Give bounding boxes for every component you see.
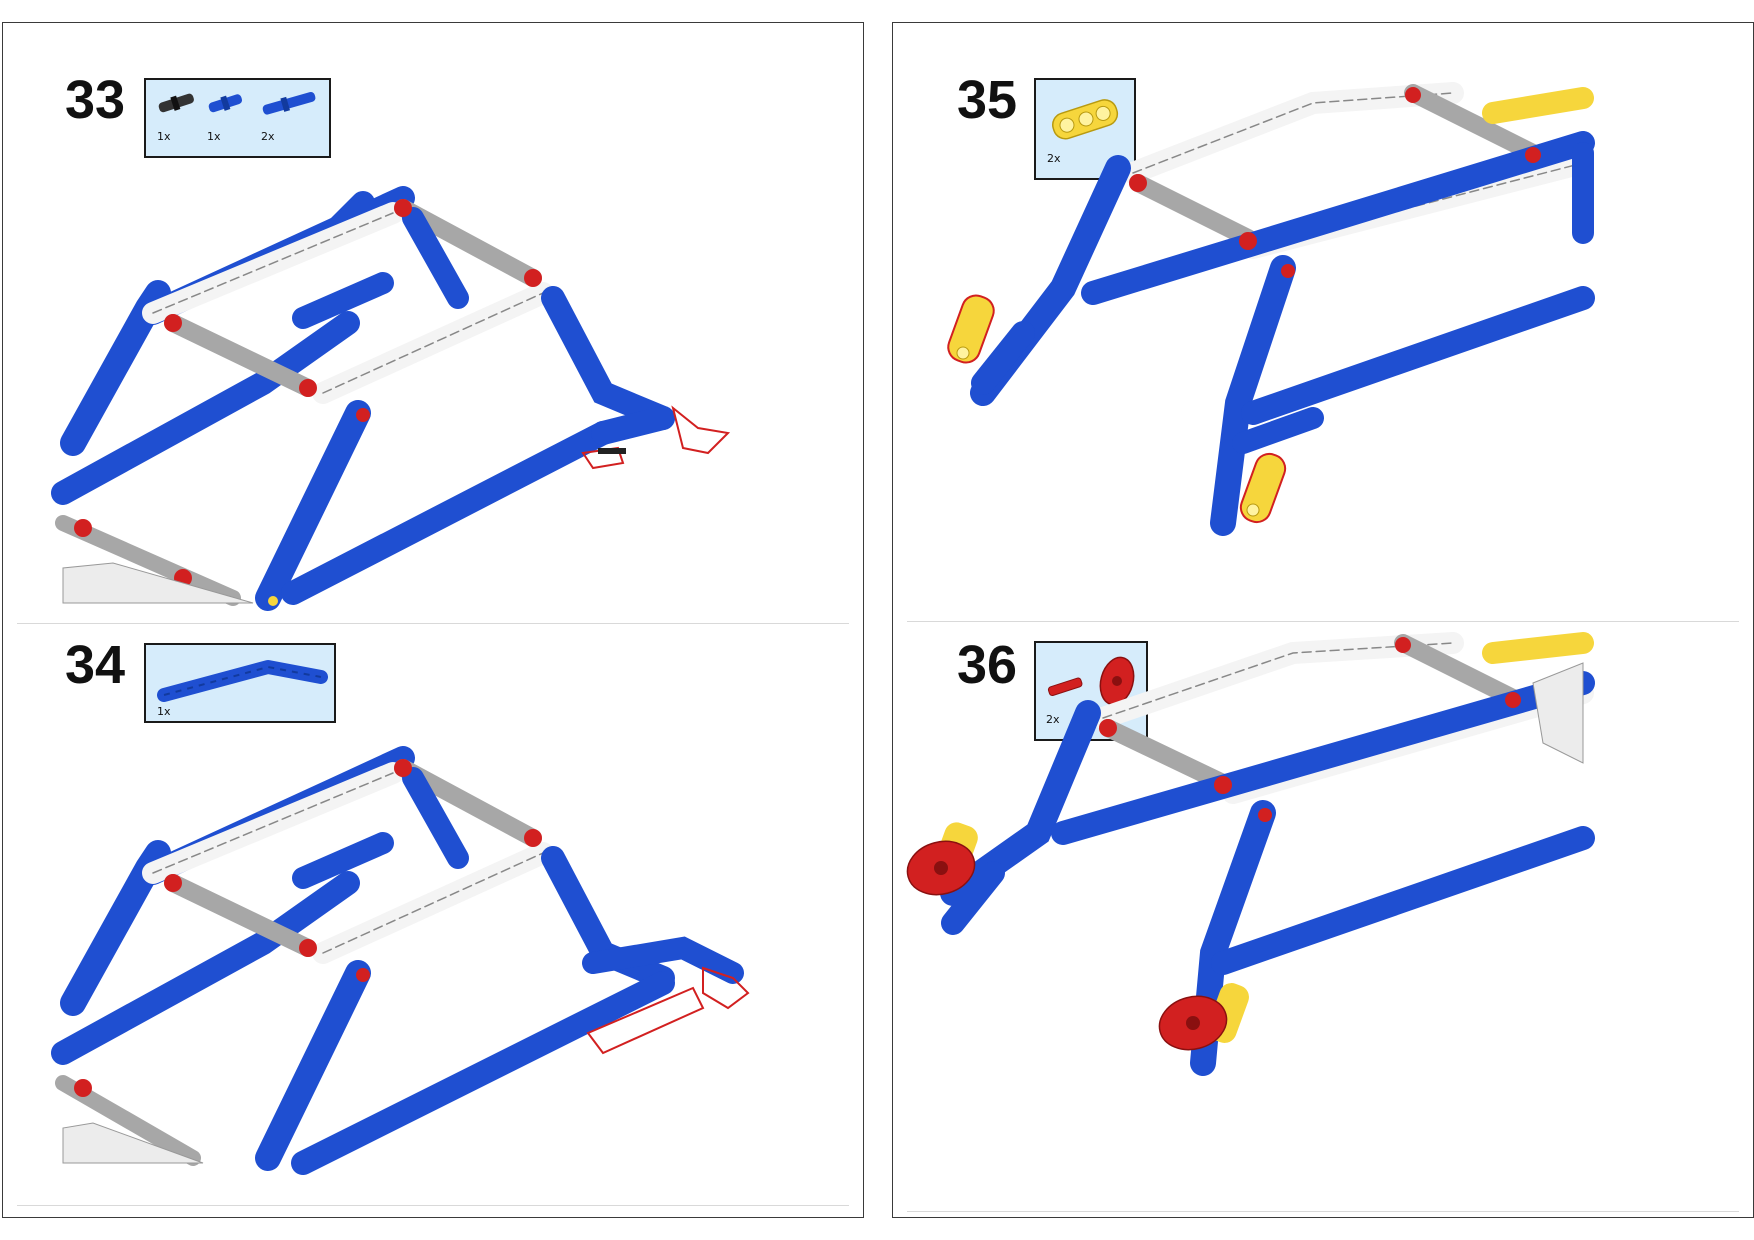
part-quantity: 1x bbox=[157, 130, 171, 143]
blue-pin-icon bbox=[204, 88, 248, 116]
black-pin-icon bbox=[154, 88, 198, 116]
instruction-page-right: 35 2x bbox=[892, 22, 1754, 1218]
parts-callout: 1x bbox=[144, 643, 336, 723]
panel-divider bbox=[17, 1205, 849, 1206]
step-34-model-render bbox=[51, 746, 750, 1175]
yellow-connector-icon bbox=[1046, 94, 1126, 144]
step-number: 36 bbox=[957, 635, 1018, 695]
panel-divider bbox=[907, 1211, 1739, 1212]
instruction-page-left: 33 1x 1x 2x bbox=[2, 22, 864, 1218]
part-quantity: 2x bbox=[1047, 152, 1061, 165]
part-quantity: 1x bbox=[157, 705, 171, 718]
part-quantity: 2x bbox=[261, 130, 275, 143]
panel-divider bbox=[17, 623, 849, 624]
part-quantity: 2x bbox=[1046, 713, 1060, 726]
step-34-panel: 34 1x bbox=[3, 623, 863, 1218]
blue-bent-beam-icon bbox=[156, 657, 328, 702]
step-36-model-render bbox=[906, 632, 1595, 1076]
step-33-panel: 33 1x 1x 2x bbox=[3, 23, 863, 623]
step-36-panel: 36 2x 2x bbox=[893, 623, 1753, 1218]
parts-callout: 2x bbox=[1034, 78, 1136, 180]
step-number: 33 bbox=[65, 70, 126, 130]
parts-callout: 1x 1x 2x bbox=[144, 78, 331, 158]
red-axle-icon bbox=[1044, 673, 1088, 699]
step-35-model-render bbox=[947, 82, 1595, 536]
step-number: 34 bbox=[65, 635, 126, 695]
blue-long-pin-icon bbox=[258, 88, 322, 118]
step-number: 35 bbox=[957, 70, 1018, 130]
step-35-panel: 35 2x bbox=[893, 23, 1753, 623]
part-quantity: 1x bbox=[207, 130, 221, 143]
step-33-model-render bbox=[51, 186, 731, 611]
panel-divider bbox=[907, 621, 1739, 622]
